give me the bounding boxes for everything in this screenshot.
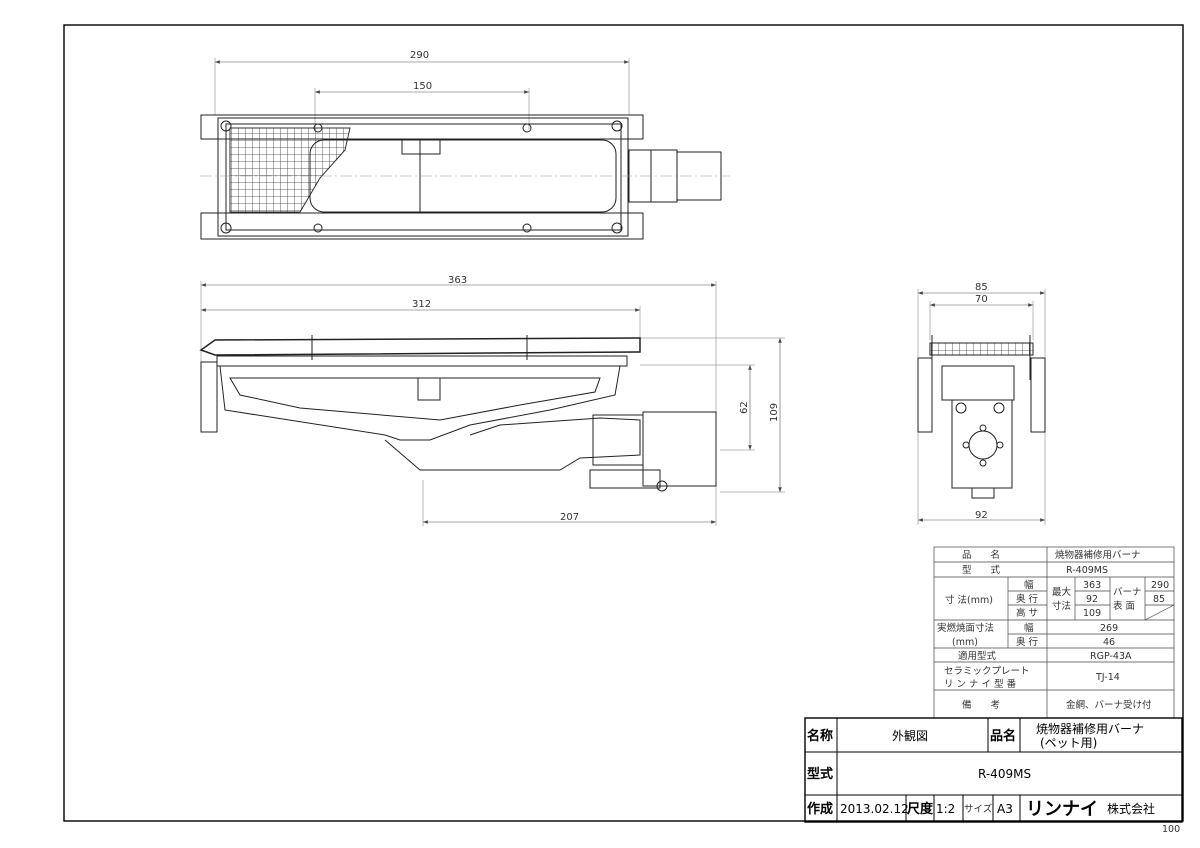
side-dim-363: 363 [448,275,467,286]
spec-hdr-size: 寸 法(mm) [945,594,993,606]
spec-sub-actual-w: 幅 [1024,622,1034,634]
tb-val-name: 外観図 [892,729,928,743]
spec-val-bd: 85 [1153,594,1165,605]
tb-lbl-created: 作成 [807,801,833,817]
spec-hdr-actual2: (mm) [952,637,978,648]
side-dim-207: 207 [560,512,579,523]
spec-val-actual-d: 46 [1103,637,1115,648]
tb-val-date: 2013.02.12 [840,802,909,816]
top-dim-290: 290 [410,50,429,61]
spec-hdr-ceramic2: リ ン ナ イ 型 番 [944,678,1017,690]
top-view [200,58,730,240]
spec-hdr-type: 型 式 [962,564,1001,576]
end-view [917,289,1046,525]
tb-val-product1: 焼物器補修用バーナ [1036,721,1144,736]
spec-hdr-remarks: 備 考 [962,699,1000,711]
spec-hdr-applicable: 適用型式 [958,650,997,662]
spec-val-d: 92 [1086,594,1098,605]
spec-hdr-name: 品 名 [962,549,1000,561]
spec-val-w: 363 [1083,580,1101,591]
tb-val-model: R-409MS [978,767,1031,781]
sheet-border [63,24,1184,822]
end-dim-92: 92 [975,510,988,521]
side-dim-109: 109 [769,403,780,422]
tb-lbl-scale: 尺度 [907,801,934,817]
tb-lbl-size: サイズ [964,803,993,815]
spec-val-actual-w: 269 [1100,623,1118,634]
tb-val-scale: 1:2 [936,802,955,816]
end-dim-70: 70 [975,294,988,305]
spec-val-type: R-409MS [1066,565,1108,576]
spec-hdr-ceramic1: セラミックプレート [944,666,1030,677]
spec-val-applicable: RGP-43A [1090,651,1132,662]
tb-lbl-name: 名称 [807,728,833,744]
top-dim-150: 150 [413,81,432,92]
tb-val-size: A3 [997,802,1013,816]
spec-lbl-burner1: バーナ [1113,587,1142,598]
footer-code: 100 [1162,824,1180,835]
tb-lbl-product: 品名 [990,728,1016,744]
tb-val-product2: (ペット用) [1040,736,1097,750]
spec-lbl-max2: 寸法 [1052,600,1071,612]
spec-sub-actual-d: 奥 行 [1016,636,1039,648]
spec-lbl-burner2: 表 面 [1113,600,1135,612]
spec-sub-depth: 奥 行 [1016,593,1039,605]
company-logo: リンナイ [1026,799,1098,820]
spec-val-h: 109 [1083,608,1101,619]
spec-val-bw: 290 [1151,580,1169,591]
spec-val-ceramic: TJ-14 [1095,672,1120,683]
side-dim-62: 62 [739,401,750,414]
spec-val-remarks: 金網、バーナ受け付 [1066,699,1152,711]
end-dim-85: 85 [975,282,988,293]
tb-lbl-model: 型式 [807,766,833,782]
spec-sub-width: 幅 [1024,579,1034,591]
spec-sub-height: 高 サ [1016,607,1038,619]
side-view [199,281,785,526]
side-dim-312: 312 [412,299,431,310]
spec-val-name: 焼物器補修用バーナ [1055,549,1141,561]
spec-lbl-max1: 最大 [1052,586,1072,598]
spec-hdr-actual1: 実燃焼面寸法 [937,622,994,634]
company-suffix: 株式会社 [1107,801,1155,816]
title-block [804,717,1183,823]
